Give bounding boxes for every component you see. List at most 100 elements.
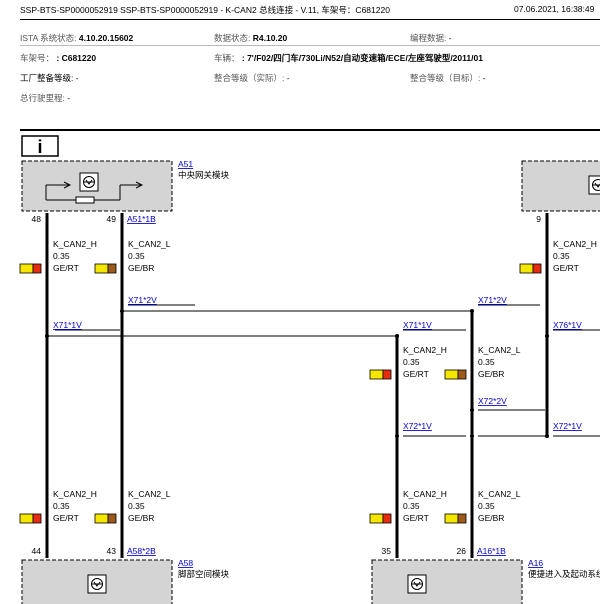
data-status-label: 数据状态:: [214, 33, 251, 43]
wire-color-text: GE/RT: [403, 513, 429, 523]
connector-x71-1v-a[interactable]: X71*1V: [53, 320, 82, 330]
wire-signal-text: K_CAN2_L: [478, 345, 521, 355]
ista-status-value: 4.10.20.15602: [78, 33, 134, 43]
info-divider-1: [20, 45, 600, 46]
gateway-internal-icon: [45, 181, 144, 204]
wire-size-text: 0.35: [128, 501, 145, 511]
module-a51: A51 中央网关模块 48 49 A51*1B: [21, 159, 230, 224]
module-a58-link[interactable]: A58: [178, 558, 193, 568]
wire-color-swatch: [444, 369, 467, 380]
splice-points: [45, 309, 549, 438]
pin-a58-h: 44: [32, 546, 42, 556]
ecu-icon-a58: [87, 574, 107, 594]
connector-a51-1b[interactable]: A51*1B: [127, 214, 156, 224]
wire-color-text: GE/RT: [53, 263, 79, 273]
connector-x76-1v[interactable]: X76*1V: [553, 320, 582, 330]
pin-a51-l: 49: [107, 214, 117, 224]
factory-level-value: -: [75, 73, 79, 83]
wire-color-text: GE/RT: [553, 263, 579, 273]
wire-signal-text: K_CAN2_L: [128, 489, 171, 499]
connector-x71-2v-a[interactable]: X71*2V: [128, 295, 157, 305]
vin-label: 车架号：: [20, 53, 55, 63]
pin-a51-h: 48: [32, 214, 42, 224]
integration-target-label: 整合等级（目标）:: [410, 73, 481, 83]
programming-data-label: 编程数据:: [410, 33, 447, 43]
info-icon[interactable]: i: [21, 135, 59, 157]
factory-level: 工厂整备等级: -: [20, 72, 79, 84]
module-a16-link[interactable]: A16: [528, 558, 543, 568]
mileage-value: -: [67, 93, 71, 103]
wire-color-swatch: [94, 513, 117, 524]
wire-color-text: GE/BR: [128, 263, 154, 273]
wire-size-text: 0.35: [53, 501, 70, 511]
wire-color-text: GE/BR: [478, 513, 504, 523]
wire-color-text: GE/RT: [53, 513, 79, 523]
header-divider: [20, 19, 600, 20]
integration-target-value: -: [482, 73, 486, 83]
module-a16: 35 26 A16*1B A16 便捷进入及起动系统: [371, 546, 600, 604]
wire-signal-text: K_CAN2_H: [553, 239, 597, 249]
wire-color-text: GE/BR: [128, 513, 154, 523]
connector-a58-2b[interactable]: A58*2B: [127, 546, 156, 556]
wire-color-swatch: [19, 513, 42, 524]
programming-data-value: -: [448, 33, 452, 43]
module-a51-name: 中央网关模块: [178, 170, 230, 180]
module-a51-link[interactable]: A51: [178, 159, 193, 169]
integration-actual-label: 整合等级（实际）:: [214, 73, 285, 83]
pin-a16-l: 26: [457, 546, 467, 556]
module-a16-name: 便捷进入及起动系统: [528, 569, 600, 579]
wire-signal-text: K_CAN2_H: [403, 345, 447, 355]
connector-x71-2v-b[interactable]: X71*2V: [478, 295, 507, 305]
page-header: SSP-BTS-SP0000052919 SSP-BTS-SP000005291…: [0, 0, 600, 20]
wire-color-swatch: [444, 513, 467, 524]
wire-labels: K_CAN2_H0.35GE/RTK_CAN2_L0.35GE/BRK_CAN2…: [19, 239, 597, 524]
integration-actual: 整合等级（实际）: -: [214, 72, 290, 84]
data-status: 数据状态: R4.10.20: [214, 32, 287, 44]
ecu-icon-a51: [79, 172, 99, 192]
module-a58: 44 43 A58*2B A58 脚部空间模块: [21, 546, 230, 604]
wire-color-text: GE/BR: [478, 369, 504, 379]
wire-color-swatch: [519, 263, 542, 274]
wire-size-text: 0.35: [478, 357, 495, 367]
connector-x71-1v-b[interactable]: X71*1V: [403, 320, 432, 330]
connector-x72-1v-b[interactable]: X72*1V: [553, 421, 582, 431]
module-a58-name: 脚部空间模块: [178, 569, 230, 579]
wire-color-text: GE/RT: [403, 369, 429, 379]
wire-color-swatch: [19, 263, 42, 274]
vin-value: : C681220: [56, 53, 97, 63]
wire-signal-text: K_CAN2_H: [403, 489, 447, 499]
wire-signal-text: K_CAN2_L: [478, 489, 521, 499]
programming-data: 编程数据: -: [410, 32, 452, 44]
connector-x72-1v-a[interactable]: X72*1V: [403, 421, 432, 431]
wire-size-text: 0.35: [403, 357, 420, 367]
wire-size-text: 0.35: [553, 251, 570, 261]
pin-a58-l: 43: [107, 546, 117, 556]
wire-size-text: 0.35: [53, 251, 70, 261]
pin-a16-h: 35: [382, 546, 392, 556]
info-icon-glyph: i: [37, 137, 42, 157]
wire-color-swatch: [369, 513, 392, 524]
wire-size-text: 0.35: [403, 501, 420, 511]
data-status-value: R4.10.20: [252, 33, 288, 43]
wire-color-swatch: [369, 369, 392, 380]
header-title: SSP-BTS-SP0000052919 SSP-BTS-SP000005291…: [20, 5, 390, 15]
ecu-icon-a16: [407, 574, 427, 594]
connector-x72-2v[interactable]: X72*2V: [478, 396, 507, 406]
connector-a16-1b[interactable]: A16*1B: [477, 546, 506, 556]
diagram-top-rule: [20, 129, 600, 131]
wire-bundle: [45, 213, 549, 558]
integration-target: 整合等级（目标）: -: [410, 72, 486, 84]
module-right-partial: 9: [521, 160, 600, 224]
factory-level-label: 工厂整备等级:: [20, 73, 74, 83]
vehicle-label: 车辆：: [214, 53, 240, 63]
vin: 车架号： : C681220: [20, 52, 96, 64]
